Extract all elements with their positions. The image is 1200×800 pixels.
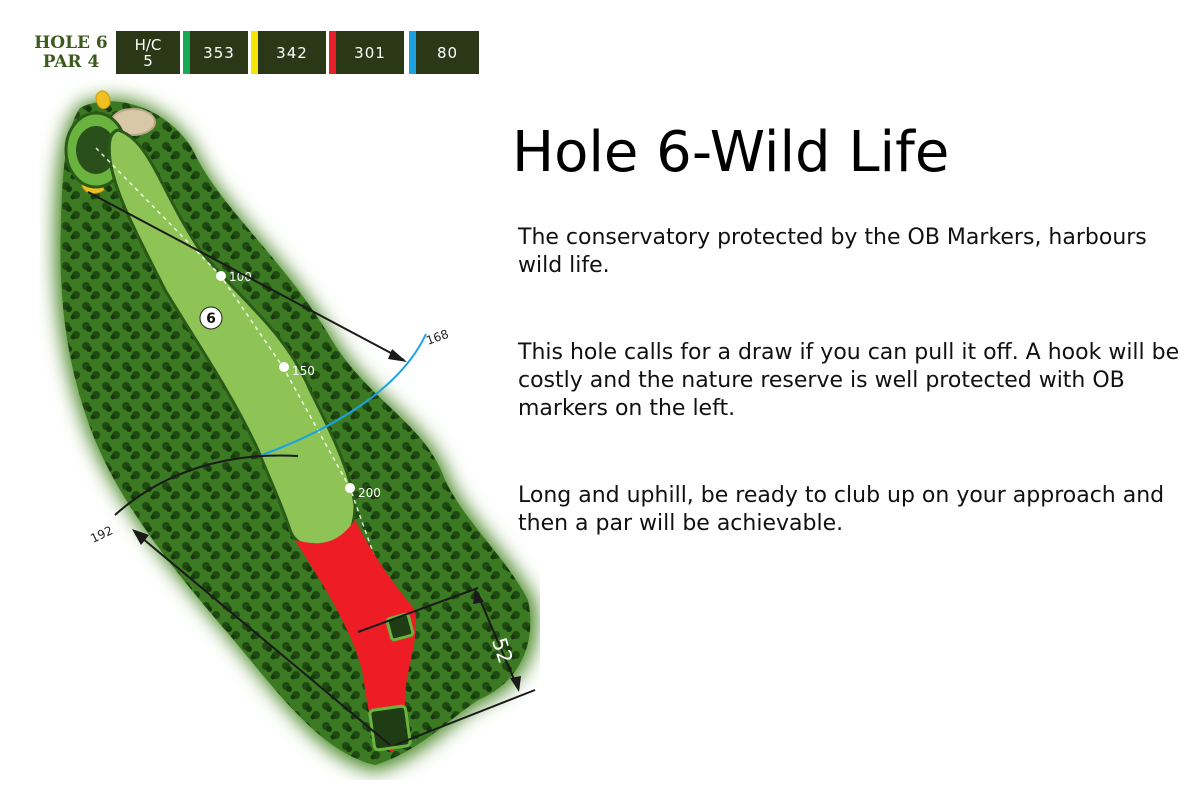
dim-52-arrowhead-top <box>473 588 484 604</box>
hole-label: HOLE 6 PAR 4 <box>28 34 114 72</box>
tee-to-192-arrowhead <box>132 529 149 545</box>
dim-52-upper <box>357 587 479 633</box>
tee-distance-blue: 80 <box>416 31 479 74</box>
hole-number-badge-label: 6 <box>206 311 216 327</box>
green-to-168-line <box>87 191 405 361</box>
marker-200-dot <box>345 483 355 493</box>
tee-stripe-red <box>329 31 336 74</box>
tee-box-mid <box>385 612 415 642</box>
page-title: Hole 6-Wild Life <box>512 120 950 185</box>
arc-192-label: 192 <box>88 523 115 545</box>
tee-distance-green: 353 <box>190 31 248 74</box>
hole-number-badge <box>199 306 223 330</box>
tee-distance-red: 301 <box>336 31 404 74</box>
bunker-yellow-top <box>95 90 111 110</box>
handicap-box: H/C 5 <box>116 31 180 74</box>
arc-168 <box>261 333 427 456</box>
tee-stripe-yellow <box>251 31 258 74</box>
forward-tee-area <box>295 520 417 752</box>
marker-200-label: 200 <box>358 486 381 500</box>
dim-52-lower <box>394 689 536 746</box>
tee-stripe-blue <box>409 31 416 74</box>
tee-distance-yellow: 342 <box>258 31 326 74</box>
hole-map: 100 150 200 6 168 192 52 <box>54 90 538 773</box>
handicap-label: H/C <box>134 35 162 54</box>
hole-number: HOLE 6 <box>34 33 108 53</box>
handicap-value: 5 <box>143 51 153 70</box>
marker-100-dot <box>216 271 226 281</box>
arc-168-label: 168 <box>424 327 450 348</box>
tee-stripe-green <box>183 31 190 74</box>
description-paragraph-1: The conservatory protected by the OB Mar… <box>518 225 1147 278</box>
green-to-168-arrowhead <box>388 349 407 362</box>
arc-192 <box>114 454 299 516</box>
dim-52-span <box>477 594 517 685</box>
marker-150-label: 150 <box>292 364 315 378</box>
green-center <box>76 126 116 174</box>
description-paragraph-3: Long and uphill, be ready to club up on … <box>518 483 1165 536</box>
marker-100-label: 100 <box>229 270 252 284</box>
hole-par: PAR 4 <box>42 52 100 72</box>
dim-52-arrowhead-bottom <box>510 676 521 692</box>
marker-150-dot <box>279 362 289 372</box>
tee-box-back <box>368 704 412 752</box>
tee-to-192-line <box>141 537 391 746</box>
description-paragraph-2: This hole calls for a draw if you can pu… <box>518 340 1180 421</box>
